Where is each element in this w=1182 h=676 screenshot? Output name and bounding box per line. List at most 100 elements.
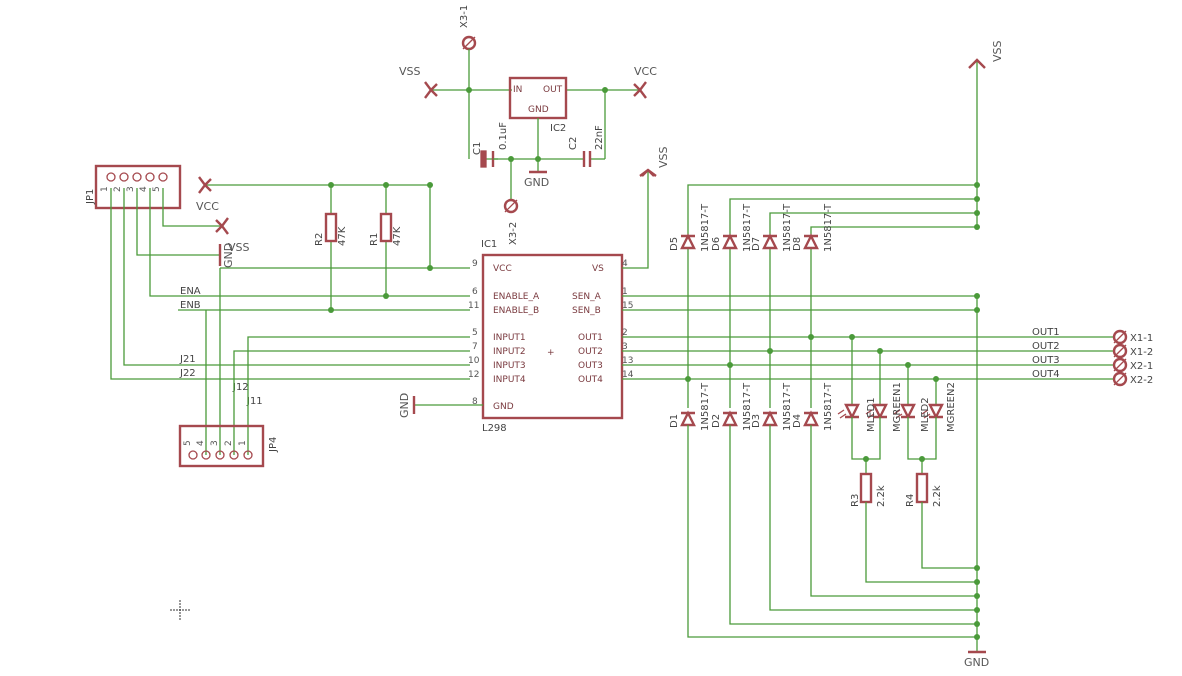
c1-name: C1 (472, 142, 483, 155)
ic1-pin-gnd: GND (493, 402, 514, 412)
jp4-pin-2: 2 (224, 440, 234, 446)
r3-body[interactable] (859, 472, 873, 504)
ic1-pinnum-8: 8 (472, 397, 478, 407)
ic1-pin-vcc: VCC (493, 264, 512, 274)
vss-jp1-arrow-icon (215, 217, 229, 235)
jp1-name: JP1 (85, 189, 96, 205)
output-label-x1-2: X1-2 (1130, 347, 1153, 358)
net-j11-label: J11 (246, 396, 263, 407)
ic1-pinnum-12: 12 (468, 370, 479, 380)
gnd-regulator-label: GND (524, 176, 549, 189)
jp1-pin-3: 3 (126, 186, 136, 192)
diode-d3[interactable] (762, 410, 778, 427)
output-label-x2-2: X2-2 (1130, 375, 1153, 386)
ic2-pin-out: OUT (543, 85, 563, 95)
r4-name: R4 (905, 494, 916, 507)
output-terminal-x1-1[interactable] (1112, 329, 1128, 345)
r1-value: 47K (392, 226, 403, 246)
ic1-pinnum-2: 2 (622, 328, 628, 338)
ic1-pin-sen-a: SEN_A (572, 292, 602, 302)
ic1-pin-enable-b: ENABLE_B (493, 306, 539, 316)
net-j21-wire (123, 188, 470, 366)
output-terminal-x2-1[interactable] (1112, 357, 1128, 373)
net-ena-label: ENA (180, 286, 201, 297)
output-label-x1-1: X1-1 (1130, 333, 1153, 344)
gnd-bottom-label: GND (964, 656, 989, 669)
r2-value: 47K (337, 226, 348, 246)
diode-d8-part: 1N5817-T (823, 203, 834, 252)
jp1-pin-1: 1 (100, 186, 110, 192)
led-2-name: MLED2 (920, 397, 931, 432)
diode-d6-name: D6 (711, 237, 722, 251)
led-1-name: MLED1 (866, 397, 877, 432)
net-vss-jp1-wire (162, 188, 222, 227)
jp1-body[interactable] (94, 164, 182, 210)
ic1-pin-vs: VS (592, 264, 604, 274)
led-1[interactable] (837, 403, 860, 420)
jp4-body[interactable] (178, 424, 265, 468)
ic1-pin-input1: INPUT1 (493, 333, 526, 343)
ic1-pin-out1: OUT1 (578, 333, 603, 343)
r2-body[interactable] (324, 212, 338, 243)
ic1-pin-input4: INPUT4 (493, 375, 526, 385)
r4-body[interactable] (915, 472, 929, 504)
vcc-arrow-top-icon (633, 81, 647, 99)
vss-jp1-label: VSS (228, 241, 250, 254)
svg-text:+: + (547, 348, 555, 358)
output-terminal-x2-2[interactable] (1112, 371, 1128, 387)
diode-d7[interactable] (762, 233, 778, 250)
x3-2-terminal[interactable] (503, 198, 519, 214)
ic2-name: IC2 (550, 123, 566, 134)
output-terminal-x1-2[interactable] (1112, 343, 1128, 359)
jp4-name: JP4 (268, 437, 279, 453)
diode-d7-name: D7 (751, 237, 762, 251)
diode-d5-part: 1N5817-T (700, 203, 711, 252)
jp1-pin-2: 2 (113, 186, 123, 192)
c1-value: 0.1uF (498, 122, 509, 150)
r1-body[interactable] (379, 212, 393, 243)
x3-2-label: X3-2 (508, 222, 519, 245)
diode-d1[interactable] (680, 410, 696, 427)
diode-d5[interactable] (680, 233, 696, 250)
ic2-pin-in: IN (513, 85, 522, 95)
diode-d4[interactable] (803, 410, 819, 427)
vss-mid-label: VSS (657, 146, 670, 168)
diode-d6[interactable] (722, 233, 738, 250)
jp4-pin-4: 4 (196, 440, 206, 446)
ic1-pinnum-11: 11 (468, 301, 479, 311)
ic2-pin-gnd: GND (528, 105, 549, 115)
net-out3-label: OUT3 (1032, 355, 1060, 366)
ic1-pin-enable-a: ENABLE_A (493, 292, 540, 302)
vss-left-label: VSS (399, 65, 421, 78)
ic1-pin-out2: OUT2 (578, 347, 603, 357)
diode-d6-part: 1N5817-T (742, 203, 753, 252)
vcc-arrow-left-icon (198, 176, 212, 194)
jp4-pin-1: 1 (238, 440, 248, 446)
diode-d5-name: D5 (669, 237, 680, 251)
diode-d2[interactable] (722, 410, 738, 427)
jp1-pin-4: 4 (139, 186, 149, 192)
ic1-pinnum-3: 3 (622, 342, 628, 352)
net-gnd-jp1-wire (136, 188, 220, 256)
ic1-pin-input2: INPUT2 (493, 347, 526, 357)
r2-name: R2 (314, 233, 325, 246)
vss-right-arrow-icon (968, 58, 986, 69)
c2-value: 22nF (594, 125, 605, 150)
crosshair-cursor-icon (170, 600, 190, 620)
diode-d2-part: 1N5817-T (742, 382, 753, 431)
net-enb-label: ENB (180, 300, 201, 311)
diode-d2-name: D2 (711, 414, 722, 428)
diode-d8[interactable] (803, 233, 819, 250)
net-j21-label: J21 (179, 354, 196, 365)
ic1-pin-input3: INPUT3 (493, 361, 526, 371)
r3-name: R3 (850, 494, 861, 507)
jp4-pin-3: 3 (210, 440, 220, 446)
c2-name: C2 (568, 137, 579, 150)
vss-arrow-left-icon (424, 81, 438, 99)
ic1-pinnum-6: 6 (472, 287, 478, 297)
ic1-l298: IC1 L298 + VCC ENABLE_A ENABLE_B INPUT1 … (398, 146, 670, 434)
diode-d7-part: 1N5817-T (782, 203, 793, 252)
diode-d3-part: 1N5817-T (782, 382, 793, 431)
net-j22-label: J22 (179, 368, 196, 379)
